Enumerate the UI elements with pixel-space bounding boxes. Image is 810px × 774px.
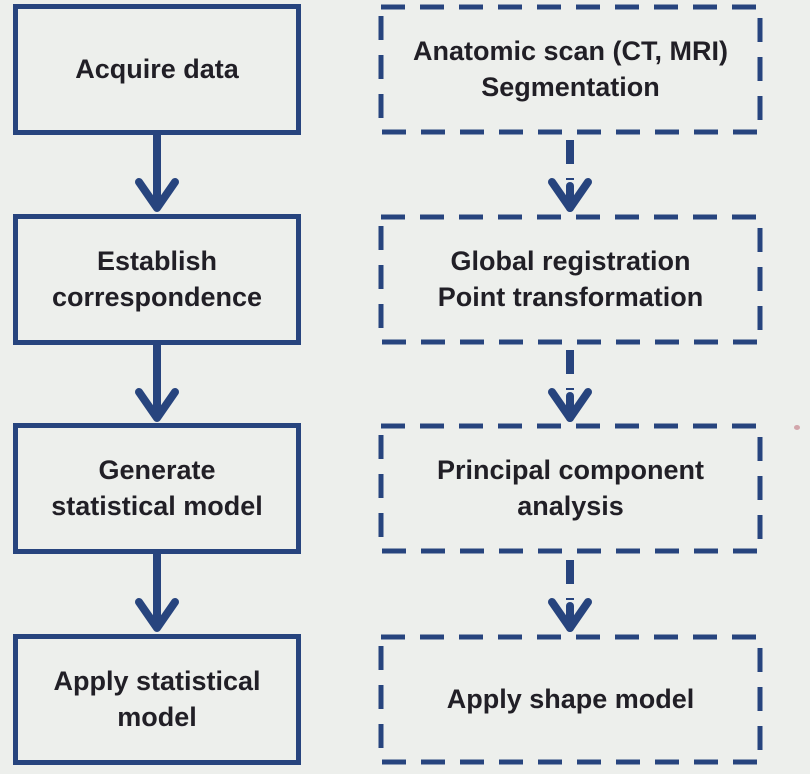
down-arrow-dashed-icon — [548, 140, 592, 212]
flow-box-label: Generate statistical model — [51, 454, 263, 521]
down-arrow-dashed-icon — [548, 560, 592, 632]
flow-box-establish-correspondence: Establish correspondence — [13, 214, 301, 345]
flow-box-label: Anatomic scan (CT, MRI) Segmentation — [412, 35, 729, 102]
flow-box-generate-statistical-model: Generate statistical model — [13, 423, 301, 554]
flow-box-apply-shape-model: Apply shape model — [378, 634, 763, 765]
down-arrow-icon — [135, 554, 179, 632]
down-arrow-icon — [135, 344, 179, 422]
flow-box-global-registration: Global registration Point transformation — [378, 214, 763, 345]
flow-box-label: Apply shape model — [446, 683, 695, 714]
scan-artifact-dot — [794, 425, 800, 430]
flow-box-label: Global registration Point transformation — [437, 245, 704, 312]
flow-box-label: Establish correspondence — [51, 245, 263, 312]
flow-box-principal-component-analysis: Principal component analysis — [378, 423, 763, 554]
flow-box-acquire-data: Acquire data — [13, 4, 301, 135]
down-arrow-icon — [135, 134, 179, 212]
down-arrow-dashed-icon — [548, 350, 592, 422]
flow-box-label: Apply statistical model — [53, 665, 261, 732]
flow-box-apply-statistical-model: Apply statistical model — [13, 634, 301, 765]
flow-box-anatomic-scan-segmentation: Anatomic scan (CT, MRI) Segmentation — [378, 4, 763, 135]
flow-box-label: Principal component analysis — [436, 454, 705, 521]
flow-box-label: Acquire data — [75, 53, 239, 84]
